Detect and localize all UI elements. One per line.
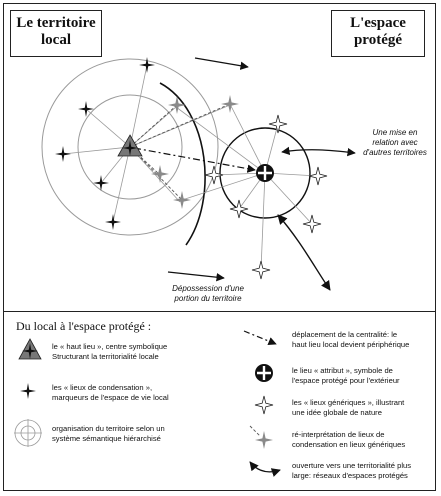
legend-line: ré-interprétation de lieux de	[292, 430, 385, 439]
dispossession-arrow	[167, 271, 225, 282]
legend-generic-symbol	[254, 395, 274, 415]
legend-organisation-text: organisation du territoire selon un syst…	[52, 424, 165, 443]
legend-attribut-symbol	[255, 364, 273, 382]
legend-line: système sémantique hiérarchisé	[52, 433, 161, 443]
legend-network-text: ouverture vers une territorialité plus l…	[292, 461, 411, 480]
legend-organisation-symbol	[14, 419, 42, 447]
legend-line: déplacement de la centralité: le	[292, 330, 398, 339]
legend-displacement-text: déplacement de la centralité: le haut li…	[292, 330, 409, 349]
legend-network-symbol	[249, 461, 281, 477]
title-right-line-2: protégé	[353, 32, 403, 48]
reinterpretation-lines	[129, 103, 231, 201]
legend-condensation-symbol	[20, 383, 36, 399]
legend-line: le lieu « attribut », symbole de	[292, 366, 393, 375]
legend-line: haut lieu local devient périphérique	[292, 339, 410, 349]
annotation-dispossession: Dépossession d'une portion du territoire	[162, 284, 254, 304]
legend-reinterpretation-text: ré-interprétation de lieux de condensati…	[292, 430, 405, 449]
title-left-line-2: local	[41, 32, 71, 48]
territory-arc	[159, 82, 206, 246]
annotation-dispossession-line: Dépossession d'une	[172, 284, 244, 293]
legend-displacement-symbol	[243, 330, 277, 346]
diagram-frame	[3, 3, 436, 491]
generic-places	[204, 114, 328, 280]
local-territory-circles	[41, 58, 219, 236]
legend-attribut-text: le lieu « attribut », symbole de l'espac…	[292, 366, 400, 385]
legend-line: ouverture vers une territorialité plus	[292, 461, 412, 470]
title-right-line-1: L'espace	[350, 15, 406, 31]
title-left-line-1: Le territoire	[16, 15, 96, 31]
annotation-dispossession-line: portion du territoire	[174, 294, 242, 303]
legend-line: l'espace protégé pour l'extérieur	[292, 375, 400, 385]
title-protected-space: L'espace protégé	[331, 10, 425, 57]
legend-line: le « haut lieu », centre symbolique	[52, 342, 168, 351]
legend-line: large: réseaux d'espaces protégés	[292, 470, 408, 480]
legend-generic-text: les « lieux génériques », illustrant une…	[292, 398, 404, 417]
legend-title: Du local à l'espace protégé :	[16, 319, 152, 333]
legend-line: organisation du territoire selon un	[52, 424, 165, 433]
title-local-territory: Le territoire local	[10, 10, 102, 57]
legend-line: Structurant la territorialité locale	[52, 351, 159, 361]
legend-line: une idée globale de nature	[292, 407, 382, 417]
annotation-relation-line: relation avec	[372, 138, 418, 147]
lower-curved-arrow	[277, 214, 331, 291]
legend-line: condensation en lieux génériques	[292, 439, 406, 449]
protected-space-circle	[219, 127, 311, 219]
attribut-symbol	[256, 164, 274, 182]
legend-divider	[3, 311, 436, 312]
annotation-relation-line: d'autres territoires	[363, 148, 427, 157]
legend-haut-lieu-text: le « haut lieu », centre symbolique Stru…	[52, 342, 167, 361]
local-radial-lines	[62, 64, 231, 223]
arrow-top-right	[194, 57, 249, 70]
haut-lieu-symbol	[117, 134, 143, 157]
annotation-relation-line: Une mise en	[372, 128, 418, 137]
annotation-relation: Une mise en relation avec d'autres terri…	[358, 128, 432, 158]
legend-haut-lieu-symbol	[18, 338, 42, 360]
displacement-arrow	[133, 147, 256, 173]
legend-reinterpretation-symbol	[249, 425, 273, 449]
legend-condensation-text: les « lieux de condensation », marqueurs…	[52, 383, 169, 402]
legend-line: les « lieux de condensation »,	[52, 383, 153, 392]
relation-arrow	[281, 146, 356, 157]
legend-line: marqueurs de l'espace de vie local	[52, 392, 169, 402]
legend-line: les « lieux génériques », illustrant	[292, 398, 405, 407]
